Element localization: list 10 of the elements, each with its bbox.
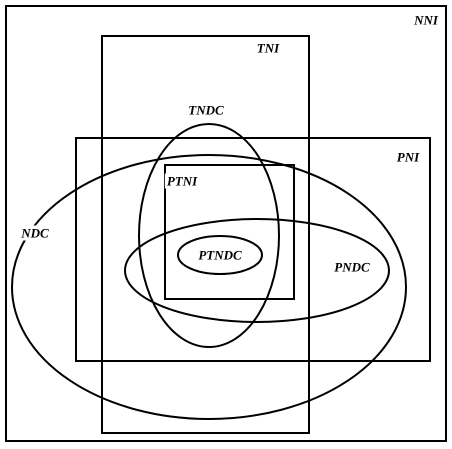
set-rectangle bbox=[5, 5, 447, 442]
set-rectangle bbox=[75, 137, 431, 362]
set-label: PNDC bbox=[332, 260, 372, 274]
set-label: NDC bbox=[19, 226, 51, 240]
set-rectangle bbox=[101, 35, 310, 434]
set-label: PTNDC bbox=[196, 248, 244, 262]
set-ellipse bbox=[177, 235, 263, 275]
set-label: PTNI bbox=[164, 174, 200, 188]
set-ellipse bbox=[124, 218, 390, 323]
set-label: TNDC bbox=[186, 102, 226, 118]
